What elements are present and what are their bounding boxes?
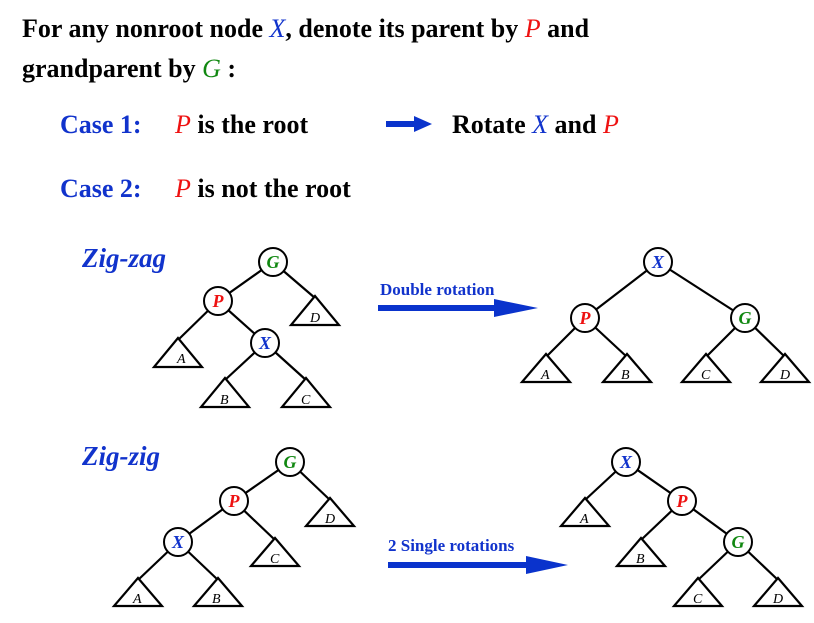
case-1-condition: P is the root <box>175 110 308 140</box>
subtree-label: B <box>621 368 630 383</box>
subtree-label: D <box>779 368 790 383</box>
zigzig-before-edges <box>137 461 331 581</box>
var-x: X <box>532 110 549 139</box>
intro-line-2: grandparent by G : <box>22 54 236 84</box>
subtree-label: C <box>301 393 311 408</box>
case-1-heading: Case 1: <box>60 110 142 139</box>
node-g: G <box>730 303 760 333</box>
subtree-d: D <box>288 294 342 327</box>
subtree-c: C <box>679 352 733 384</box>
var-p: P <box>175 174 191 203</box>
node-x: X <box>163 527 193 557</box>
double-rotation-arrow <box>378 299 538 317</box>
subtree-label: A <box>132 592 142 607</box>
subtree-a: A <box>519 352 573 384</box>
node-label: P <box>212 291 225 311</box>
node-label: X <box>619 452 633 472</box>
node-g: G <box>723 527 753 557</box>
subtree-c: C <box>279 376 333 409</box>
case-1-text: is the root <box>190 110 309 139</box>
node-label: X <box>171 532 185 552</box>
node-g: G <box>258 247 288 277</box>
subtree-label: C <box>693 592 703 607</box>
case-1-label: Case 1: <box>60 110 142 140</box>
subtree-d: D <box>758 352 812 384</box>
var-p: P <box>602 110 619 139</box>
subtree-label: B <box>636 552 645 567</box>
subtree-d: D <box>303 496 357 528</box>
intro-text: , denote its parent by <box>285 14 525 43</box>
intro-line-1: For any nonroot node X, denote its paren… <box>22 14 589 44</box>
subtree-c: C <box>671 576 725 608</box>
case-2-text: is not the root <box>190 174 351 203</box>
zigzig-arrow-label: 2 Single rotations <box>388 536 515 555</box>
node-p: P <box>203 286 233 316</box>
zigzig-after-edges <box>584 461 779 581</box>
zigzag-title: Zig-zag <box>81 243 166 273</box>
case-1-arrow <box>386 116 432 132</box>
node-label: G <box>739 308 752 328</box>
node-p: P <box>219 486 249 516</box>
subtree-label: D <box>772 592 783 607</box>
node-label: G <box>284 452 297 472</box>
intro-text: For any nonroot node <box>22 14 270 43</box>
subtree-label: D <box>309 311 320 326</box>
node-label: G <box>732 532 745 552</box>
case-1-result: Rotate X and P <box>452 110 619 140</box>
zigzig-title: Zig-zig <box>81 441 160 471</box>
subtree-b: B <box>198 376 252 409</box>
zigzag-arrow-label: Double rotation <box>380 280 495 299</box>
intro-text: grandparent by <box>22 54 203 83</box>
subtree-label: C <box>270 552 280 567</box>
subtree-a: A <box>558 496 612 528</box>
node-label: X <box>651 252 665 272</box>
node-p: P <box>570 303 600 333</box>
subtree-d: D <box>751 576 805 608</box>
var-x: X <box>269 14 286 43</box>
subtree-label: B <box>212 592 221 607</box>
node-label: P <box>579 308 592 328</box>
result-text: Rotate <box>452 110 533 139</box>
subtree-label: A <box>579 512 589 527</box>
node-label: P <box>676 491 689 511</box>
node-x: X <box>611 447 641 477</box>
case-2-condition: P is not the root <box>175 174 351 204</box>
subtree-label: C <box>701 368 711 383</box>
var-p: P <box>524 14 541 43</box>
intro-text: : <box>220 54 237 83</box>
subtree-c: C <box>248 536 302 568</box>
intro-text: and <box>540 14 590 43</box>
subtree-b: B <box>614 536 668 568</box>
subtree-a: A <box>111 576 165 608</box>
subtree-label: A <box>540 368 550 383</box>
subtree-label: B <box>220 393 229 408</box>
node-label: G <box>267 252 280 272</box>
subtree-label: D <box>324 512 335 527</box>
var-p: P <box>175 110 191 139</box>
node-x: X <box>643 247 673 277</box>
node-label: X <box>258 333 272 353</box>
case-2-heading: Case 2: <box>60 174 142 203</box>
subtree-a: A <box>151 336 205 369</box>
node-g: G <box>275 447 305 477</box>
single-rotations-arrow <box>388 556 568 574</box>
subtree-b: B <box>191 576 245 608</box>
subtree-label: A <box>176 352 186 367</box>
case-2-label: Case 2: <box>60 174 142 204</box>
node-p: P <box>667 486 697 516</box>
subtree-b: B <box>600 352 654 384</box>
result-text: and <box>548 110 603 139</box>
node-label: P <box>228 491 241 511</box>
var-g: G <box>202 54 221 83</box>
node-x: X <box>250 328 280 358</box>
